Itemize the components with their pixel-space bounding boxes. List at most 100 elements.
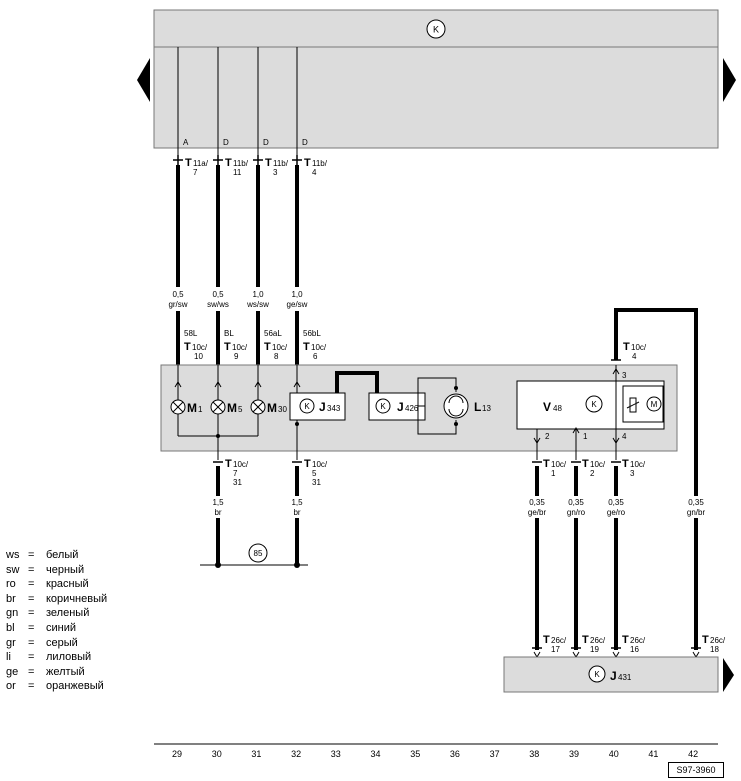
legend-row: sw = черный bbox=[6, 563, 107, 578]
svg-text:T: T bbox=[185, 157, 192, 169]
svg-text:16: 16 bbox=[630, 645, 639, 654]
svg-text:ge/sw: ge/sw bbox=[287, 300, 308, 309]
svg-text:4: 4 bbox=[632, 352, 637, 361]
svg-text:3: 3 bbox=[622, 371, 627, 380]
top-pin-letter: D bbox=[263, 138, 269, 147]
svg-text:8: 8 bbox=[274, 352, 279, 361]
continue-right-arrow-icon bbox=[723, 58, 736, 102]
ruler-number: 30 bbox=[212, 749, 222, 759]
wire-label: 0,35 ge/ro bbox=[602, 496, 630, 518]
svg-text:18: 18 bbox=[710, 645, 719, 654]
svg-text:J: J bbox=[319, 400, 326, 414]
legend-name: оранжевый bbox=[46, 680, 104, 693]
wire-label: 1,5 br bbox=[285, 496, 309, 518]
bottom-pin-label: T 26c/ 19 bbox=[582, 634, 606, 654]
svg-text:K: K bbox=[594, 670, 600, 679]
svg-text:T: T bbox=[702, 634, 709, 646]
lower-pin-label: T 10c/ 1 bbox=[543, 458, 567, 478]
ruler-number: 40 bbox=[609, 749, 619, 759]
svg-text:M: M bbox=[267, 401, 277, 415]
svg-text:T: T bbox=[543, 458, 550, 470]
legend-code: gn bbox=[6, 607, 19, 620]
svg-text:1,0: 1,0 bbox=[252, 290, 264, 299]
ruler-number: 33 bbox=[331, 749, 341, 759]
legend-code: ws bbox=[6, 549, 20, 561]
svg-text:T: T bbox=[623, 341, 630, 353]
legend-code: sw bbox=[6, 563, 20, 576]
lamp-m30: M 30 bbox=[250, 399, 287, 415]
svg-text:26c/: 26c/ bbox=[590, 636, 606, 645]
svg-text:T: T bbox=[264, 341, 271, 353]
legend-eq: = bbox=[28, 563, 35, 576]
svg-text:5: 5 bbox=[238, 405, 243, 414]
legend-name: красный bbox=[46, 578, 89, 591]
svg-text:M: M bbox=[227, 401, 237, 415]
svg-text:M: M bbox=[187, 401, 197, 415]
svg-text:56bL: 56bL bbox=[303, 329, 321, 338]
svg-text:ws/sw: ws/sw bbox=[246, 300, 269, 309]
pin-label-t10c-4: T 10c/ 4 bbox=[623, 341, 647, 361]
bottom-pin-label: T 26c/ 18 bbox=[702, 634, 726, 654]
legend-eq: = bbox=[28, 607, 35, 620]
svg-text:10c/: 10c/ bbox=[630, 460, 646, 469]
svg-text:6: 6 bbox=[313, 352, 318, 361]
top-unit-symbol: K bbox=[426, 19, 446, 39]
svg-text:7: 7 bbox=[193, 168, 198, 177]
motor-v48: V 48 K M 3 2 1 4 bbox=[516, 371, 665, 441]
legend-name: белый bbox=[46, 549, 79, 561]
svg-text:T: T bbox=[543, 634, 550, 646]
legend-name: желтый bbox=[46, 665, 85, 678]
svg-text:30: 30 bbox=[278, 405, 287, 414]
bottom-pin-label: T 26c/ 17 bbox=[543, 634, 567, 654]
svg-text:T: T bbox=[582, 458, 589, 470]
svg-text:L: L bbox=[474, 400, 481, 414]
svg-text:31: 31 bbox=[312, 478, 321, 487]
svg-text:T: T bbox=[304, 157, 311, 169]
svg-text:gn/br: gn/br bbox=[687, 508, 706, 517]
svg-text:0,35: 0,35 bbox=[529, 498, 545, 507]
legend-row: bl=синий bbox=[6, 621, 107, 636]
svg-text:br: br bbox=[214, 508, 221, 517]
ruler-number: 31 bbox=[251, 749, 261, 759]
wire-label: 0,35 ge/br bbox=[523, 496, 551, 518]
lower-pin-label: T 10c/ 3 bbox=[622, 458, 646, 478]
svg-text:1: 1 bbox=[551, 469, 556, 478]
ruler-number: 41 bbox=[648, 749, 658, 759]
bottom-pin-label: T 26c/ 16 bbox=[622, 634, 646, 654]
svg-text:T: T bbox=[184, 341, 191, 353]
control-unit-j431: K J 431 bbox=[503, 656, 719, 693]
svg-text:11b/: 11b/ bbox=[312, 159, 328, 168]
svg-text:M: M bbox=[651, 400, 658, 409]
reference-code: S97-3960 bbox=[668, 762, 724, 778]
legend-name: черный bbox=[46, 563, 85, 576]
top-pin-letter: A bbox=[183, 138, 189, 147]
legend-eq: = bbox=[28, 549, 35, 561]
wire-label: 1,0 ge/sw bbox=[283, 287, 311, 311]
mid-pin-label: 56bL T 10c/ 6 bbox=[303, 329, 327, 361]
lower-pin-label: T 10c/ 5 31 bbox=[304, 458, 328, 487]
svg-text:V: V bbox=[543, 400, 551, 414]
legend-row: br=коричневый bbox=[6, 592, 107, 607]
svg-text:431: 431 bbox=[618, 673, 632, 682]
legend-row: ge=желтый bbox=[6, 665, 107, 680]
top-pin-letter: D bbox=[223, 138, 229, 147]
svg-text:0,35: 0,35 bbox=[608, 498, 624, 507]
svg-text:J: J bbox=[610, 669, 617, 683]
svg-text:T: T bbox=[225, 157, 232, 169]
ruler-number: 38 bbox=[529, 749, 539, 759]
svg-text:2: 2 bbox=[590, 469, 595, 478]
mid-pin-label: BL T 10c/ 9 bbox=[224, 329, 248, 361]
svg-text:10c/: 10c/ bbox=[631, 343, 647, 352]
svg-text:3: 3 bbox=[273, 168, 278, 177]
legend-eq: = bbox=[28, 592, 35, 605]
svg-text:56aL: 56aL bbox=[264, 329, 282, 338]
svg-text:K: K bbox=[304, 402, 310, 411]
legend-code: ge bbox=[6, 665, 19, 678]
legend-name: синий bbox=[46, 621, 77, 634]
control-unit-j343: K J 343 bbox=[289, 392, 346, 421]
continue-left-arrow-icon bbox=[137, 58, 150, 102]
legend-row: gn=зеленый bbox=[6, 606, 107, 621]
legend-eq: = bbox=[28, 651, 35, 664]
